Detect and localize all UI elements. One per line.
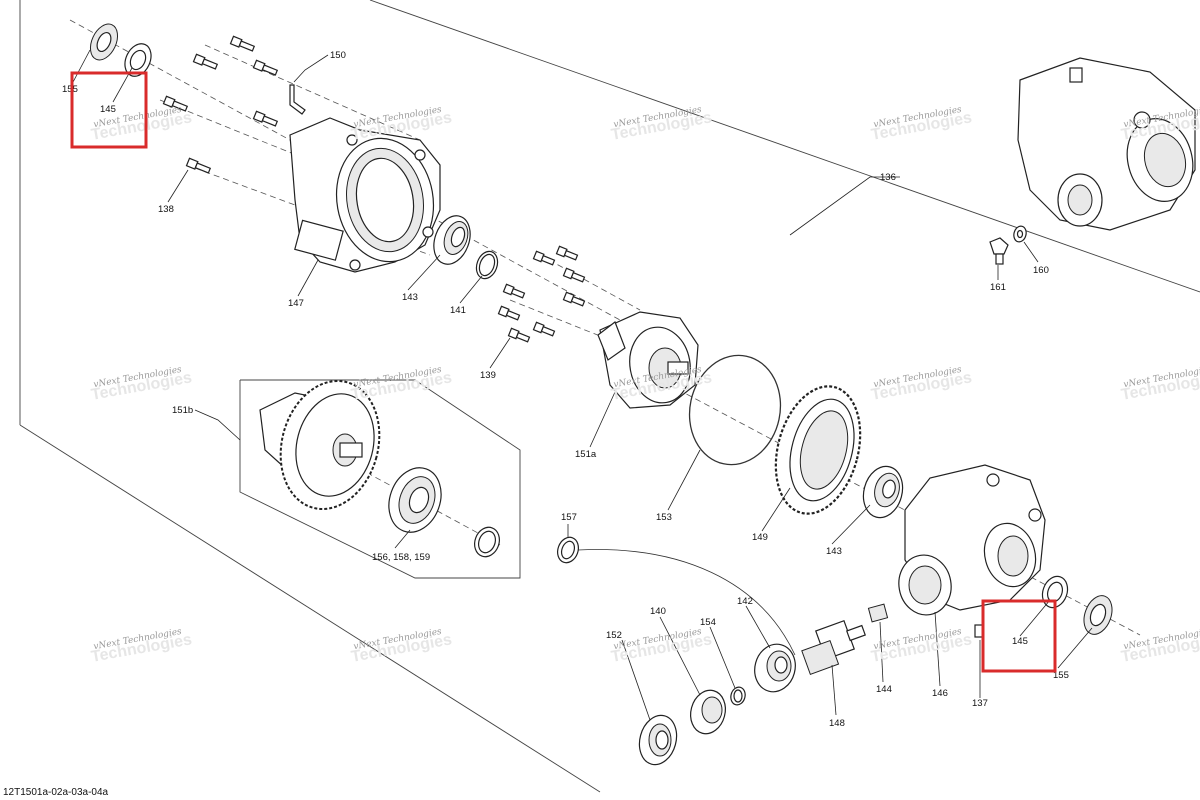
callout-157: 157: [561, 512, 577, 523]
callout-140: 140: [650, 606, 666, 617]
bearing-142: [754, 643, 796, 693]
oil-seal-152: [638, 714, 678, 766]
callout-145-top: 145: [100, 104, 116, 115]
bearing-143-lower: [862, 465, 904, 519]
housing-146: [898, 464, 1046, 616]
callout-156-158-159: 156, 158, 159: [372, 552, 430, 563]
callout-138: 138: [158, 204, 174, 215]
callout-136: 136: [880, 172, 896, 183]
callout-149: 149: [752, 532, 768, 543]
bearing-145-top: [124, 43, 152, 77]
callout-151a: 151a: [575, 449, 597, 460]
bearing-143-upper: [433, 215, 471, 265]
highlight-boxes: [70, 71, 1057, 673]
callout-155-right: 155: [1053, 670, 1069, 681]
needle-bearing-144: [867, 603, 889, 623]
leader-lines: [71, 49, 1093, 721]
callout-148: 148: [829, 718, 845, 729]
breather-fitting-150: [289, 84, 306, 115]
callout-151b: 151b: [172, 405, 193, 416]
bolt-set-138: [162, 35, 279, 174]
callout-152: 152: [606, 630, 622, 641]
oil-seal-155-right: [1083, 595, 1113, 635]
callout-160: 160: [1033, 265, 1049, 276]
spacer-154: [730, 686, 746, 706]
callout-146: 146: [932, 688, 948, 699]
assembly-frame: [19, 0, 1200, 793]
callout-150: 150: [330, 50, 346, 61]
callout-137: 137: [972, 698, 988, 709]
nut-140: [690, 689, 726, 735]
circlip: [474, 526, 500, 558]
reference-code: 12T1501a-02a-03a-04a: [3, 787, 109, 798]
callout-139: 139: [480, 370, 496, 381]
highlight-box-145-right: [981, 599, 1057, 673]
snap-ring-141: [475, 250, 499, 280]
housing-cover-147: [289, 117, 441, 273]
callout-144: 144: [876, 684, 892, 695]
callout-154: 154: [700, 617, 716, 628]
callout-labels: 155 145 150 138 147 143 141 139 136 161 …: [62, 50, 1069, 729]
washer-157: [557, 536, 579, 564]
callout-143-upper: 143: [402, 292, 418, 303]
callout-145-right: 145: [1012, 636, 1028, 647]
callout-155-top: 155: [62, 84, 78, 95]
callout-143-lower: 143: [826, 546, 842, 557]
ring-gear-149: [774, 385, 862, 515]
pinion-shaft-148: [801, 620, 866, 675]
seal-156-158-159: [388, 467, 442, 533]
callout-161: 161: [990, 282, 1006, 293]
bolt-set-139: [497, 245, 586, 343]
differential-151b: [259, 379, 381, 511]
o-ring-153: [688, 354, 782, 466]
callout-141: 141: [450, 305, 466, 316]
callout-147: 147: [288, 298, 304, 309]
bolt-161: [989, 237, 1009, 265]
differential-151a: [597, 311, 699, 409]
washer-160: [1013, 225, 1027, 243]
callout-142: 142: [737, 596, 753, 607]
oil-seal-155-top: [89, 23, 119, 61]
callout-153: 153: [656, 512, 672, 523]
highlight-box-145-top: [70, 71, 148, 149]
housing-assembly-136: [1017, 57, 1196, 231]
